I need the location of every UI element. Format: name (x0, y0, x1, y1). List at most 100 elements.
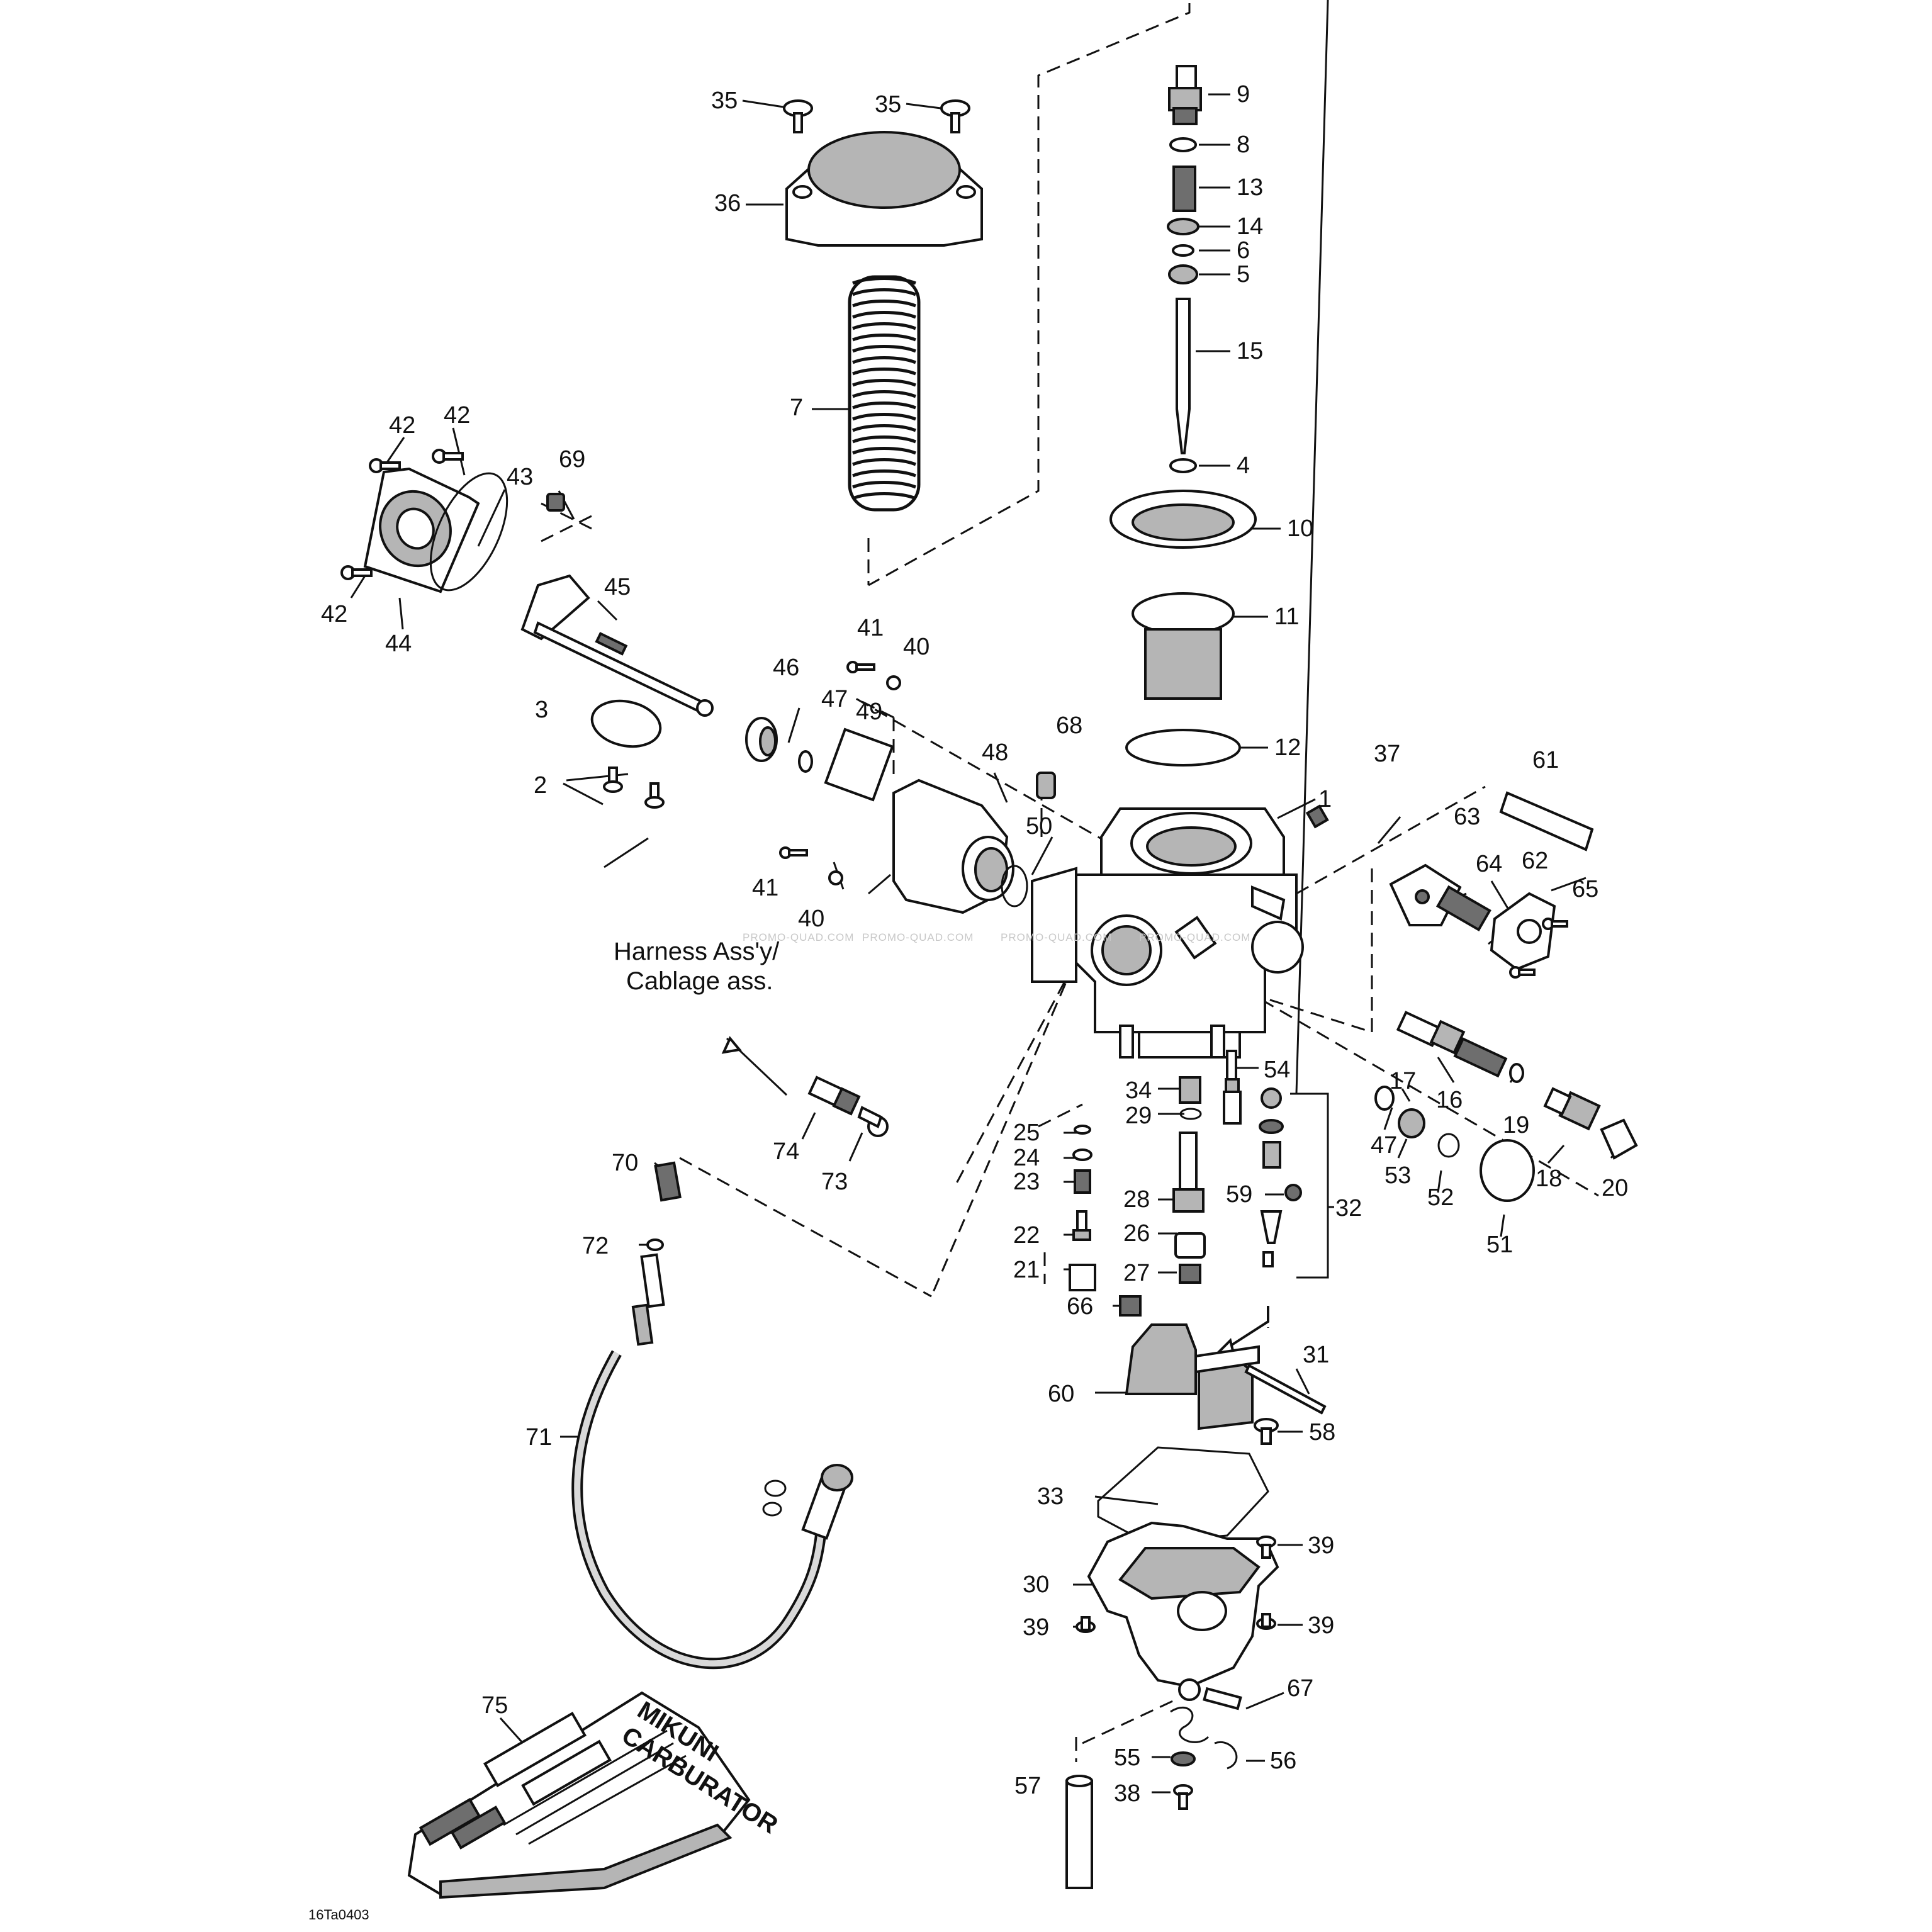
carburetor-body (1031, 807, 1304, 1059)
pilot-screw-22 (1072, 1210, 1091, 1241)
callout-53: 53 (1384, 1162, 1411, 1189)
callout-56: 56 (1270, 1748, 1296, 1774)
callout-74: 74 (773, 1138, 799, 1165)
callout-63: 63 (1454, 804, 1480, 830)
callout-45: 45 (604, 574, 631, 600)
callout-69: 69 (559, 446, 585, 473)
callout-70: 70 (612, 1150, 638, 1176)
throttle-housing-48 (892, 778, 1014, 914)
gasket-43 (429, 472, 508, 592)
callout-41b: 41 (752, 875, 778, 901)
jet-34 (1179, 1076, 1201, 1104)
screw-39-left (1076, 1616, 1096, 1633)
needle-jet-28 (1172, 1132, 1205, 1213)
callout-4: 4 (1237, 452, 1250, 479)
washer-53 (1398, 1108, 1425, 1138)
callout-36: 36 (714, 190, 741, 216)
callout-44: 44 (385, 631, 412, 657)
cover-62 (1490, 892, 1556, 971)
drain-hose-57 (1065, 1775, 1093, 1889)
jets-and-float (1069, 1050, 1327, 1445)
o-ring-29 (1179, 1108, 1202, 1120)
callout-1: 1 (1318, 786, 1332, 812)
screw-37 (1305, 804, 1329, 829)
jet-holder-26 (1174, 1232, 1206, 1259)
harness-note-line-1: Harness Ass'y/ (614, 938, 780, 965)
callout-52: 52 (1427, 1184, 1454, 1211)
callout-55: 55 (1114, 1744, 1140, 1771)
washer-47-right (1374, 1086, 1395, 1111)
callout-6: 6 (1237, 237, 1250, 264)
callout-12: 12 (1274, 734, 1301, 761)
callout-42b: 42 (444, 402, 470, 429)
callout-10: 10 (1287, 515, 1313, 542)
callout-75: 75 (481, 1692, 508, 1719)
carb-top-cover (785, 131, 983, 247)
screw-41-bottom (779, 846, 808, 859)
cap-21 (1069, 1264, 1096, 1291)
clip-56 (1170, 1706, 1210, 1743)
callout-29: 29 (1125, 1103, 1152, 1129)
callout-39a: 39 (1308, 1532, 1334, 1559)
screw-65-top (1542, 918, 1568, 930)
callout-9: 9 (1237, 81, 1250, 108)
callout-22: 22 (1013, 1222, 1040, 1249)
washer-55 (1171, 1751, 1196, 1766)
cap-68 (1036, 772, 1056, 799)
callout-33: 33 (1037, 1483, 1064, 1510)
callout-28: 28 (1123, 1186, 1150, 1213)
callout-48: 48 (982, 739, 1008, 766)
drain-screw-67 (1178, 1678, 1242, 1710)
callout-50: 50 (1026, 813, 1052, 840)
callout-42c: 42 (321, 601, 347, 627)
spring-70 (654, 1161, 682, 1202)
screw-2-right (644, 782, 665, 809)
screw-42-a (369, 458, 401, 473)
seal-46 (745, 717, 778, 762)
washer-5 (1168, 264, 1198, 284)
callout-47a: 47 (821, 686, 848, 712)
jet-27 (1179, 1264, 1201, 1284)
clip-71-small (764, 1480, 787, 1497)
screw-2-left (603, 767, 623, 793)
boot-51 (1480, 1139, 1535, 1202)
callout-23: 23 (1013, 1169, 1040, 1195)
callout-66: 66 (1067, 1293, 1093, 1320)
callout-17: 17 (1390, 1068, 1416, 1094)
o-ring-12 (1125, 729, 1241, 767)
spring-64 (1435, 885, 1491, 932)
callout-40b: 40 (798, 906, 824, 932)
harness-note-line-2: Cablage ass. (626, 967, 773, 995)
plug-69 (546, 493, 565, 512)
throttle-shaft-45 (533, 621, 704, 713)
callout-51: 51 (1486, 1232, 1513, 1258)
clip-52 (1437, 1133, 1460, 1158)
callout-54: 54 (1264, 1057, 1290, 1083)
clip-6 (1172, 244, 1194, 257)
screw-42-b (432, 449, 464, 464)
screw-35-right (940, 99, 970, 133)
screw-38 (1173, 1784, 1193, 1810)
watermark-1: PROMO-QUAD.COM (743, 931, 854, 943)
jet-needle (1176, 298, 1191, 454)
spring-23 (1074, 1169, 1091, 1194)
float-pin-31 (1244, 1364, 1327, 1415)
watermark-3: PROMO-QUAD.COM (1001, 931, 1112, 943)
callout-13: 13 (1237, 174, 1263, 201)
callout-60: 60 (1048, 1381, 1074, 1407)
washer-4 (1169, 458, 1197, 473)
callout-5: 5 (1237, 261, 1250, 288)
throttle-shaft-group (340, 449, 1329, 914)
callout-14: 14 (1237, 213, 1263, 240)
washer-40-bottom (828, 870, 843, 885)
screw-42-c (340, 565, 373, 580)
callout-34: 34 (1125, 1077, 1152, 1104)
washer-8 (1169, 137, 1197, 152)
figure-reference-code: 16Ta0403 (308, 1907, 369, 1923)
callout-19: 19 (1503, 1112, 1529, 1138)
hose-61 (1499, 791, 1594, 851)
callout-27: 27 (1123, 1260, 1150, 1286)
watermark-4: PROMO-QUAD.COM (1139, 931, 1250, 943)
callout-68: 68 (1056, 712, 1082, 739)
